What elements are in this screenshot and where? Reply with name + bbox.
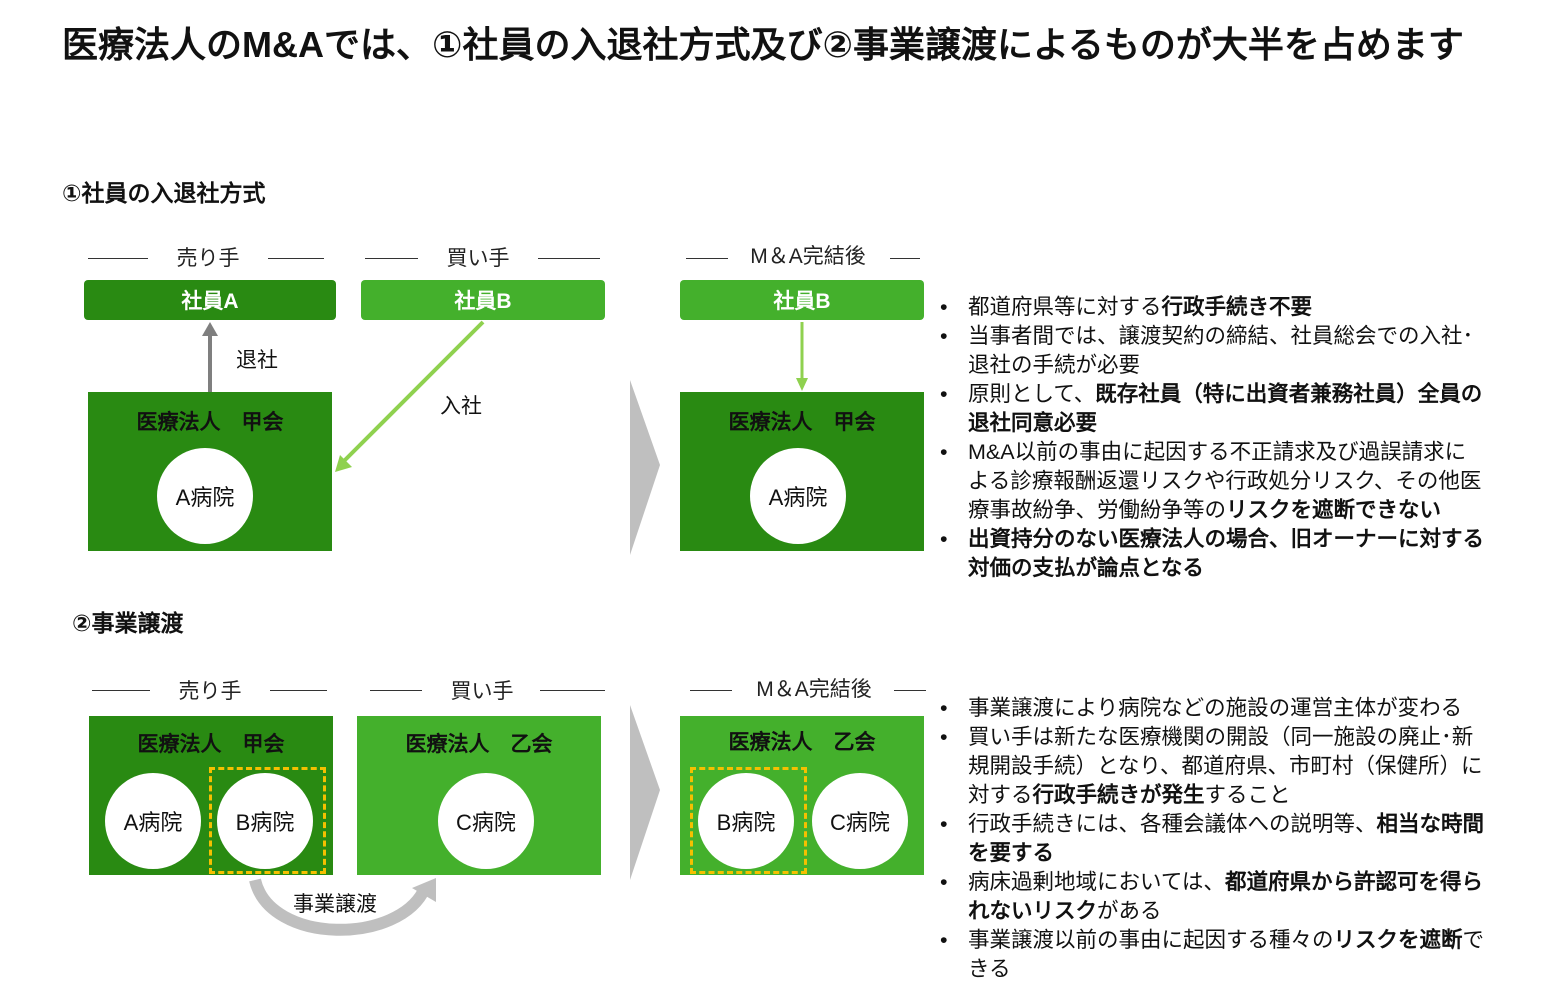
member-a-box: 社員A (84, 280, 336, 320)
seller-label: 売り手 (178, 680, 242, 703)
bullet-item: 事業譲渡以前の事由に起因する種々のリスクを遮断できる (940, 926, 1485, 984)
divider (365, 258, 418, 259)
chevron-icon (630, 380, 660, 555)
section1-bullets: 都道府県等に対する行政手続き不要 当事者間では、譲渡契約の締結、社員総会での入社… (940, 293, 1485, 583)
buyer-label: 買い手 (450, 680, 514, 703)
divider (92, 690, 150, 691)
hospital-a-circle: A病院 (750, 448, 846, 544)
corp-name: 医療法人 甲会 (136, 411, 284, 434)
after-label: M＆A完結後 (756, 678, 872, 701)
bullet-item: 行政手続きには、各種会議体への説明等、相当な時間を要する (940, 810, 1485, 868)
member-b-after-box: 社員B (680, 280, 924, 320)
down-arrow-icon (796, 322, 808, 391)
divider (88, 258, 148, 259)
bullet-item: 買い手は新たな医療機関の開設（同一施設の廃止･新規開設手続）となり、都道府県、市… (940, 723, 1485, 810)
bullet-item: 病床過剰地域においては、都道府県から許認可を得られないリスクがある (940, 868, 1485, 926)
bullet-item: 事業譲渡により病院などの施設の運営主体が変わる (940, 694, 1485, 723)
buyer-label: 買い手 (446, 247, 510, 270)
corp-name: 医療法人 乙会 (405, 733, 553, 756)
divider (538, 258, 600, 259)
divider (370, 690, 422, 691)
hospital-c-circle: C病院 (438, 773, 534, 869)
hospital-a-circle: A病院 (157, 448, 253, 544)
bullet-item: 出資持分のない医療法人の場合、旧オーナーに対する対価の支払が論点となる (940, 525, 1485, 583)
hospital-c-circle: C病院 (812, 773, 908, 869)
after-label: M＆A完結後 (750, 245, 866, 268)
transfer-highlight (690, 767, 807, 874)
corp-after-box: 医療法人 甲会 A病院 (680, 392, 924, 551)
member-b-box: 社員B (361, 280, 605, 320)
bullet-item: 原則として、既存社員（特に出資者兼務社員）全員の退社同意必要 (940, 380, 1485, 438)
hospital-a-circle: A病院 (105, 773, 201, 869)
divider (890, 258, 920, 259)
section2-bullets: 事業譲渡により病院などの施設の運営主体が変わる 買い手は新たな医療機関の開設（同… (940, 694, 1485, 984)
exit-label: 退社 (236, 349, 278, 372)
transfer-arrow-icon (249, 878, 436, 936)
seller-corp-box: 医療法人 甲会 A病院 B病院 (89, 716, 333, 875)
divider (686, 258, 728, 259)
chevron-icon (630, 705, 660, 880)
buyer-corp-box: 医療法人 乙会 C病院 (357, 716, 601, 875)
enter-label: 入社 (440, 395, 482, 418)
transfer-label: 事業譲渡 (293, 893, 377, 916)
page-title: 医療法人のM&Aでは、①社員の入退社方式及び②事業譲渡によるものが大半を占めます (62, 24, 1464, 65)
corp-name: 医療法人 乙会 (728, 731, 876, 754)
hospital-b-circle: B病院 (698, 773, 794, 869)
corp-name: 医療法人 甲会 (137, 733, 285, 756)
bullet-item: 都道府県等に対する行政手続き不要 (940, 293, 1485, 322)
exit-arrow-icon (202, 322, 218, 392)
divider (268, 258, 324, 259)
enter-arrow-icon (335, 320, 485, 472)
bullet-item: 当事者間では、譲渡契約の締結、社員総会での入社･退社の手続が必要 (940, 322, 1485, 380)
after-corp-box: 医療法人 乙会 B病院 C病院 (680, 716, 924, 875)
bullet-item: M&A以前の事由に起因する不正請求及び過誤請求による診療報酬返還リスクや行政処分… (940, 438, 1485, 525)
divider (894, 690, 926, 691)
divider (270, 690, 327, 691)
transfer-highlight (209, 767, 326, 874)
hospital-b-circle: B病院 (217, 773, 313, 869)
seller-label: 売り手 (176, 247, 240, 270)
divider (540, 690, 605, 691)
corp-name: 医療法人 甲会 (728, 411, 876, 434)
section1-heading: ①社員の入退社方式 (62, 180, 266, 206)
corp-box: 医療法人 甲会 A病院 (88, 392, 332, 551)
section2-heading: ②事業譲渡 (72, 610, 184, 636)
divider (690, 690, 732, 691)
